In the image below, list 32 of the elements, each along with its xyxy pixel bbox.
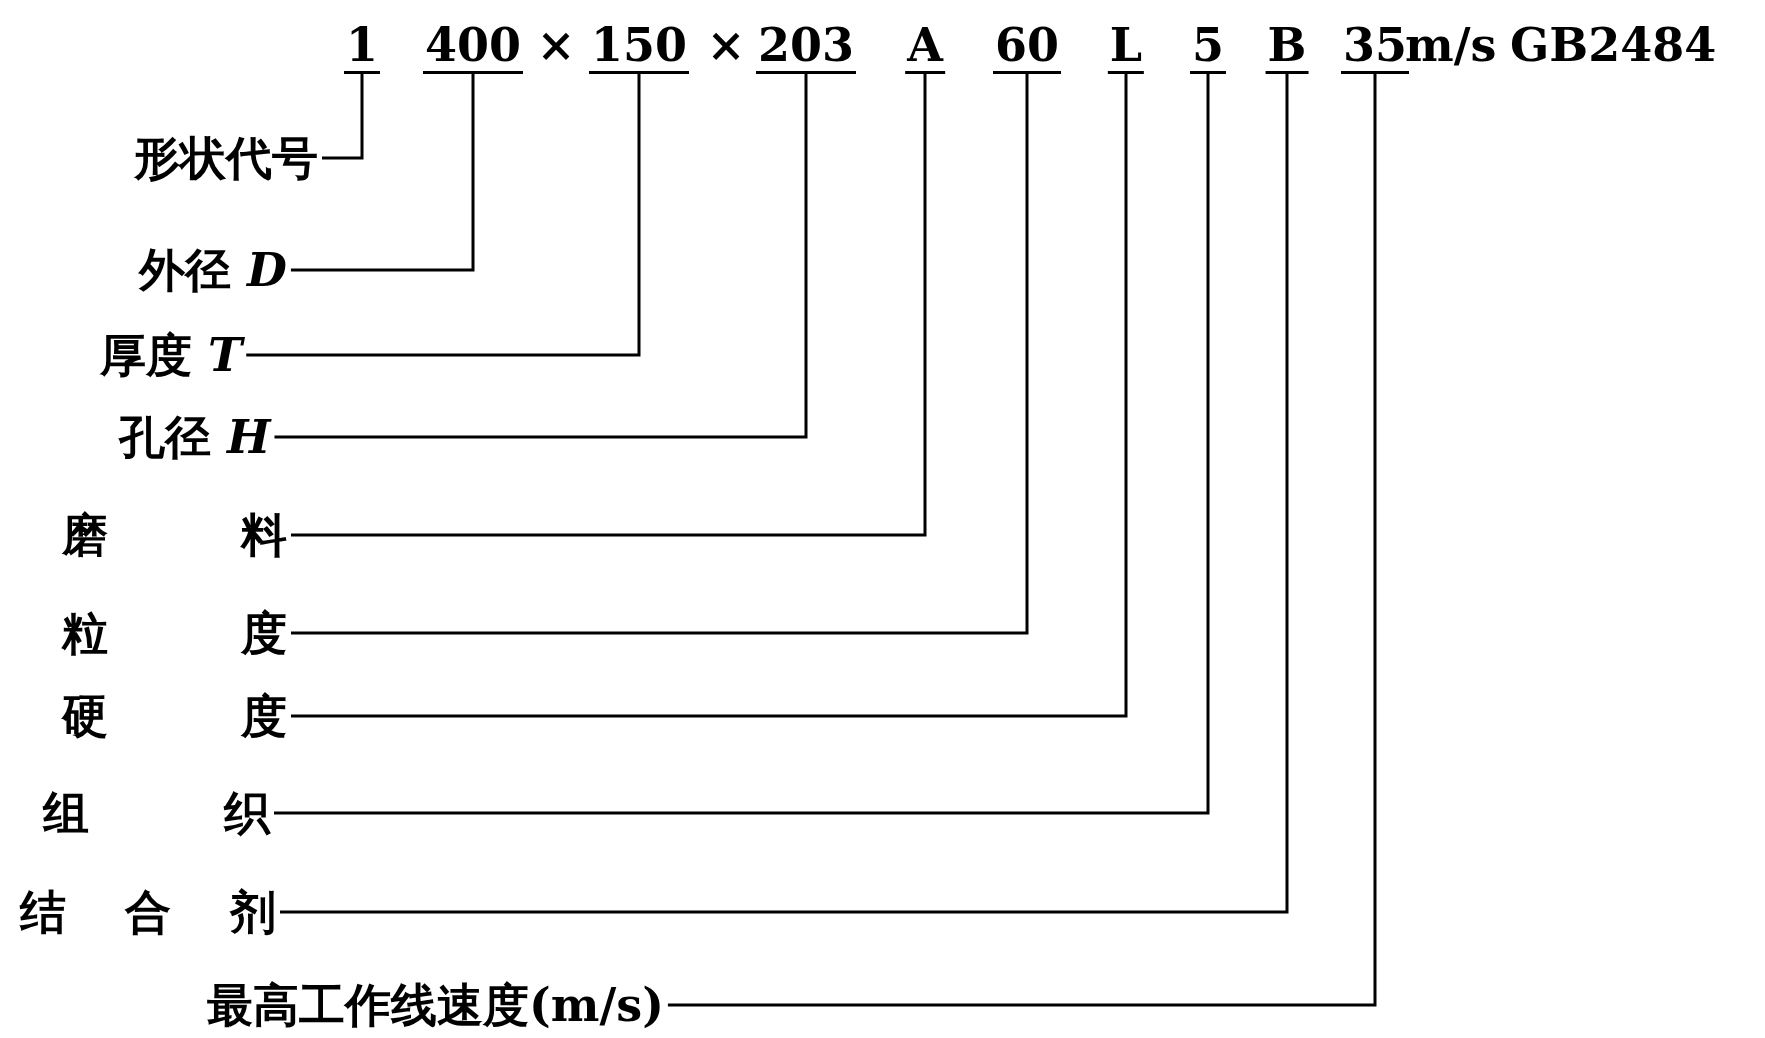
part-label: 厚度 T [100,329,243,381]
leader-line [322,73,364,160]
code-part: 5 [1190,20,1226,74]
leader-line [274,73,1210,815]
part-label: 结合剂 [20,886,276,938]
leader-line [290,73,475,272]
code-part: L [1107,20,1145,74]
code-part: 60 [993,20,1061,74]
leader-line [280,73,1289,914]
code-part: 203 [756,20,856,74]
leader-line [667,73,1377,1007]
times-sign: × [536,20,576,71]
part-label: 形状代号 [134,132,318,184]
part-label: 组织 [43,787,270,839]
code-part: A [905,20,945,74]
code-part: 150 [589,20,689,74]
leader-line [246,73,641,357]
code-part: 1 [344,20,380,74]
leader-line [291,73,1128,718]
leader-line [291,73,1029,635]
part-label: 硬度 [62,690,287,742]
part-label: 最高工作线速度(m/s) [207,979,664,1031]
code-part: B [1265,20,1309,74]
code-text: GB2484 [1510,20,1717,71]
leader-line [274,73,808,439]
times-sign: × [706,20,746,71]
part-label: 外径 D [139,244,287,296]
code-part: 400 [423,20,523,74]
part-label: 磨料 [62,509,287,561]
part-label: 孔径 H [119,411,271,463]
part-label: 粒度 [62,607,287,659]
leader-line [291,73,927,537]
